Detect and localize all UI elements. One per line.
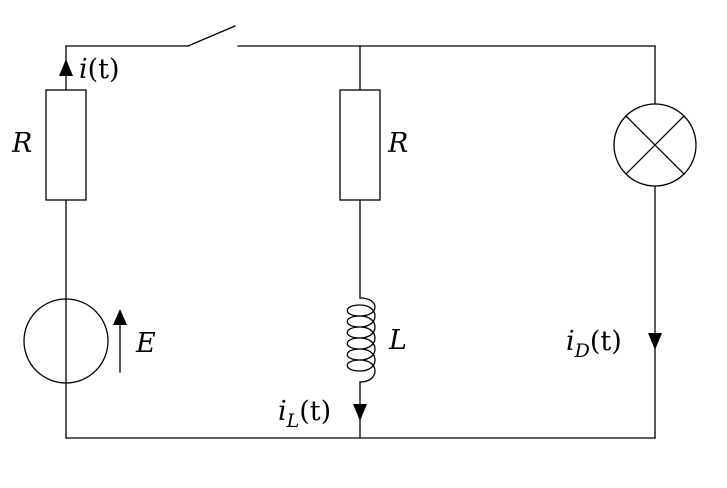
label-current-iL-arg: (t) [299, 396, 331, 427]
label-source: E [135, 328, 156, 359]
switch [187, 25, 236, 47]
voltage-source [23, 298, 109, 384]
label-current-iD-sub: D [574, 340, 590, 362]
label-current-iL-sub: L [286, 410, 300, 432]
label-resistor-left: R [11, 128, 32, 159]
resistor-middle [339, 89, 381, 201]
current-i-arrow [59, 59, 73, 76]
lamp-cross-b [625, 115, 685, 175]
label-current-iL: iL(t) [278, 396, 331, 432]
label-current-i: i(t) [79, 54, 120, 85]
label-current-iD: iD(t) [566, 326, 622, 362]
current-iD-arrow [648, 333, 662, 350]
label-current-iL-base: i [278, 396, 287, 427]
label-current-iD-base: i [566, 326, 575, 357]
label-current-i-arg: (t) [88, 54, 120, 85]
wires [65, 45, 656, 439]
label-current-iD-arg: (t) [590, 326, 622, 357]
label-current-i-base: i [79, 54, 88, 85]
lamp [613, 103, 697, 187]
emf-arrow-head [113, 309, 127, 325]
inductor-coil [346, 297, 376, 383]
inductor [346, 297, 376, 383]
emf-arrow [113, 309, 127, 373]
current-iL-arrow [353, 404, 367, 421]
label-inductor: L [388, 325, 407, 356]
label-resistor-middle: R [387, 128, 408, 159]
resistor-left [45, 89, 87, 201]
